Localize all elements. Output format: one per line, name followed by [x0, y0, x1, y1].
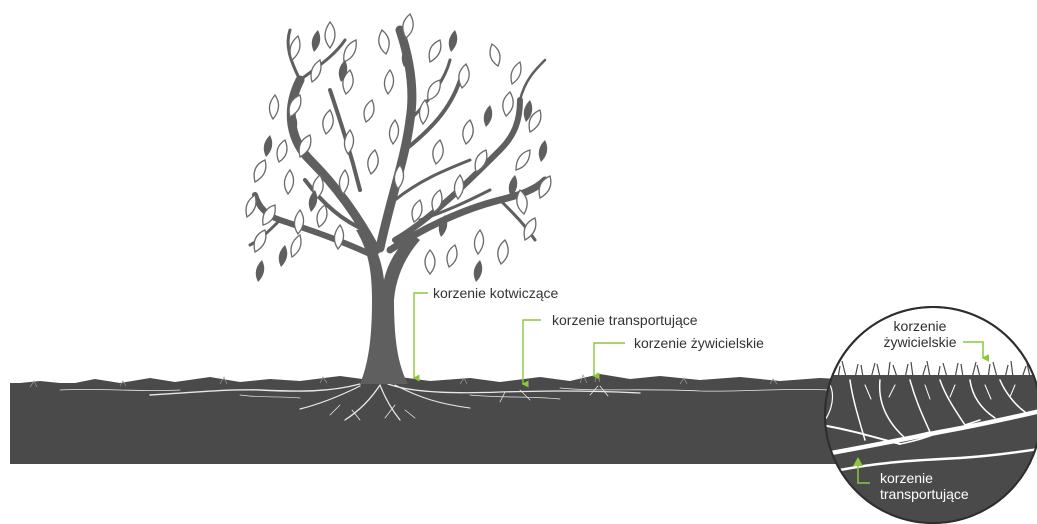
inset-transport-line1: korzenie — [880, 470, 969, 486]
tree-illustration — [246, 14, 551, 384]
callout-anchor — [414, 293, 428, 378]
inset-feeder-line1: korzenie — [870, 318, 970, 334]
soil-strip — [10, 373, 860, 464]
callout-feeder — [594, 343, 625, 376]
inset-label-feeder: korzenie żywicielskie — [870, 318, 970, 350]
label-feeder-roots: korzenie żywicielskie — [634, 335, 764, 351]
inset-label-transport: korzenie transportujące — [880, 470, 969, 502]
inset-feeder-line2: żywicielskie — [870, 334, 970, 350]
label-anchor-roots: korzenie kotwiczące — [433, 285, 558, 301]
label-transport-roots: korzenie transportujące — [552, 312, 698, 328]
inset-transport-line2: transportujące — [880, 486, 969, 502]
callout-transport — [523, 320, 541, 384]
